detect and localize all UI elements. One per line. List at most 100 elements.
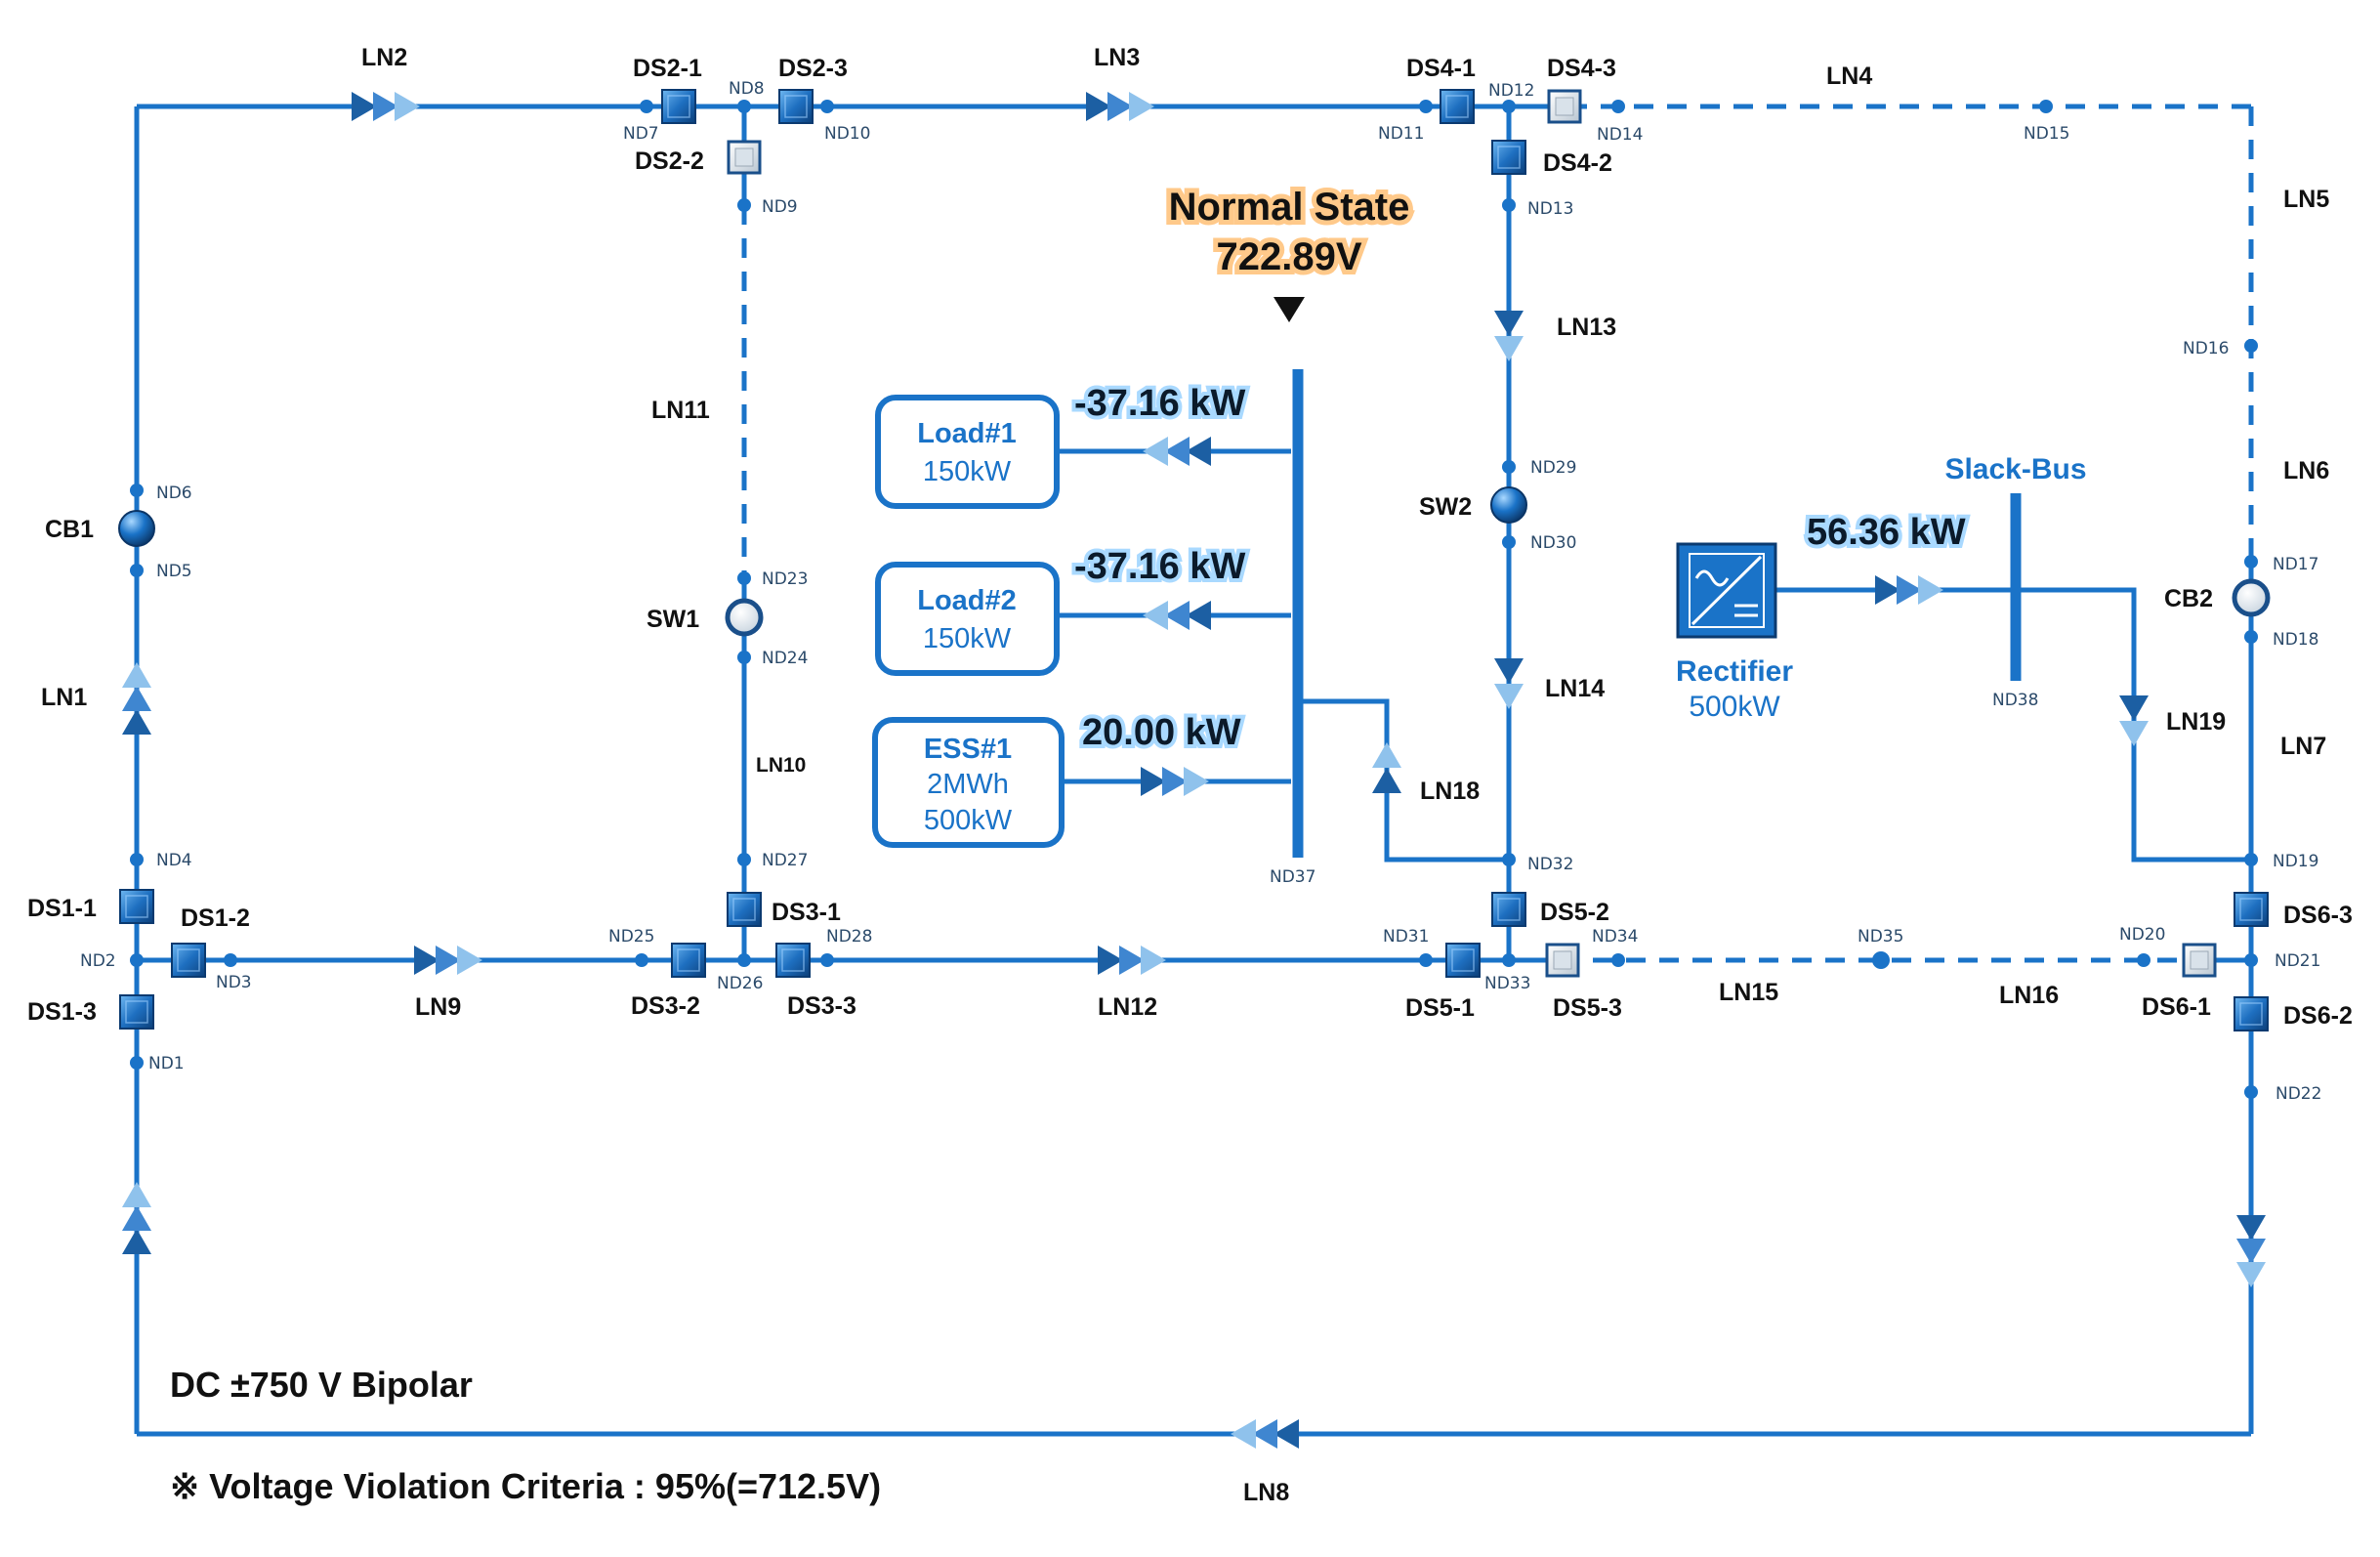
nd3-label: ND3 [216,973,252,992]
ds1-1-switch[interactable] [119,889,154,924]
nd6-label: ND6 [156,484,192,503]
state-pointer-icon [1274,297,1305,322]
ds3-1-label: DS3-1 [772,899,841,926]
ln9-label: LN9 [415,993,461,1021]
nd37-label: ND37 [1270,867,1315,887]
nd7-label: ND7 [623,124,659,144]
ds4-2-label: DS4-2 [1543,149,1612,177]
state-voltage: 722.89V [1216,235,1361,278]
switch-symbols [118,89,2271,1031]
ds3-3-switch[interactable] [775,943,811,978]
arrow-ln18 [1372,742,1401,793]
cb1-breaker[interactable] [118,510,155,547]
nd1-label: ND1 [148,1054,185,1073]
arrow-ln3 [1086,92,1154,121]
load2-name: Load#2 [917,585,1017,616]
rectifier-icon[interactable] [1676,542,1777,639]
ds4-1-switch[interactable] [1440,89,1475,124]
nd18-label: ND18 [2273,630,2318,650]
ds3-2-label: DS3-2 [631,992,700,1020]
ln13-label: LN13 [1557,314,1616,341]
criteria-note: ※ Voltage Violation Criteria : 95%(=712.… [170,1466,881,1506]
ds1-3-switch[interactable] [119,994,154,1030]
sw1-switch[interactable] [725,598,764,637]
nd17-label: ND17 [2273,555,2318,574]
ln14-label: LN14 [1545,675,1605,702]
ds6-3-label: DS6-3 [2283,902,2353,929]
nd33-label: ND33 [1484,974,1530,993]
load2-power: -37.16 kW [1074,546,1245,587]
ess1-capacity: 2MWh [927,769,1009,800]
arrow-ln13 [1494,311,1524,361]
load1-name: Load#1 [917,418,1017,449]
ds4-3-label: DS4-3 [1547,55,1616,82]
ds1-3-label: DS1-3 [27,998,97,1026]
nd29-label: ND29 [1530,458,1576,478]
nd10-label: ND10 [824,124,870,144]
nd35-label: ND35 [1858,927,1903,947]
flow-arrows [122,92,2266,1449]
nd12-label: ND12 [1488,81,1534,101]
load2-box[interactable]: Load#2 150kW [875,562,1060,676]
ess1-rating: 500kW [924,805,1013,836]
line-labels: LN2 LN3 LN4 LN5 LN6 LN7 LN8 LN9 LN10 LN1… [41,44,2329,1506]
nd27-label: ND27 [762,851,808,870]
nd13-label: ND13 [1527,199,1573,219]
nd28-label: ND28 [826,927,872,947]
load1-box[interactable]: Load#1 150kW [875,395,1060,509]
nd38-label: ND38 [1992,691,2038,710]
ds5-1-switch[interactable] [1445,943,1481,978]
ln5-label: LN5 [2283,186,2329,213]
ds5-3-switch[interactable] [1545,943,1580,978]
ln11-label: LN11 [651,397,710,424]
nd16-label: ND16 [2183,339,2229,358]
cb2-breaker[interactable] [2232,578,2271,617]
nd11-label: ND11 [1378,124,1424,144]
node-dots [130,100,2258,1099]
ds2-3-switch[interactable] [778,89,814,124]
sw2-label: SW2 [1419,493,1472,521]
ds4-2-switch[interactable] [1491,140,1526,175]
nd8-label: ND8 [729,79,765,99]
ds5-3-label: DS5-3 [1553,994,1622,1022]
ln15-label: LN15 [1719,979,1778,1006]
sw1-label: SW1 [647,606,699,633]
ds1-2-switch[interactable] [171,943,206,978]
ds6-2-label: DS6-2 [2283,1002,2353,1030]
nd31-label: ND31 [1383,927,1429,947]
state-label: Normal State [1169,186,1410,229]
ds2-2-switch[interactable] [727,140,762,175]
ds6-3-switch[interactable] [2234,892,2269,927]
ds1-2-label: DS1-2 [181,905,250,932]
ds3-3-label: DS3-3 [787,992,856,1020]
ln7-label: LN7 [2280,733,2326,760]
ds2-1-label: DS2-1 [633,55,702,82]
nd34-label: ND34 [1592,927,1638,947]
network-lines [134,104,2254,1437]
nd26-label: ND26 [717,974,763,993]
nd21-label: ND21 [2275,951,2320,971]
nd5-label: ND5 [156,562,192,581]
ds2-2-label: DS2-2 [635,147,704,175]
arrow-ess [1141,767,1209,796]
arrow-left-lower [122,1182,151,1254]
nd20-label: ND20 [2119,925,2165,945]
arrow-ln12 [1098,946,1166,975]
sw2-switch[interactable] [1490,486,1527,524]
ds4-3-switch[interactable] [1547,89,1582,124]
ds3-1-switch[interactable] [727,892,762,927]
ds6-2-switch[interactable] [2234,996,2269,1031]
ds6-1-switch[interactable] [2182,943,2217,978]
ds1-1-label: DS1-1 [27,895,97,922]
ds5-2-switch[interactable] [1491,892,1526,927]
rectifier-name: Rectifier [1676,655,1793,688]
rectifier-rating: 500kW [1689,691,1780,723]
ln4-label: LN4 [1826,63,1872,90]
load1-rating: 150kW [923,456,1012,487]
arrow-ln9 [414,946,482,975]
ess1-box[interactable]: ESS#1 2MWh 500kW [872,717,1065,848]
ds2-1-switch[interactable] [661,89,696,124]
ds3-2-switch[interactable] [671,943,706,978]
cb2-label: CB2 [2164,585,2213,612]
